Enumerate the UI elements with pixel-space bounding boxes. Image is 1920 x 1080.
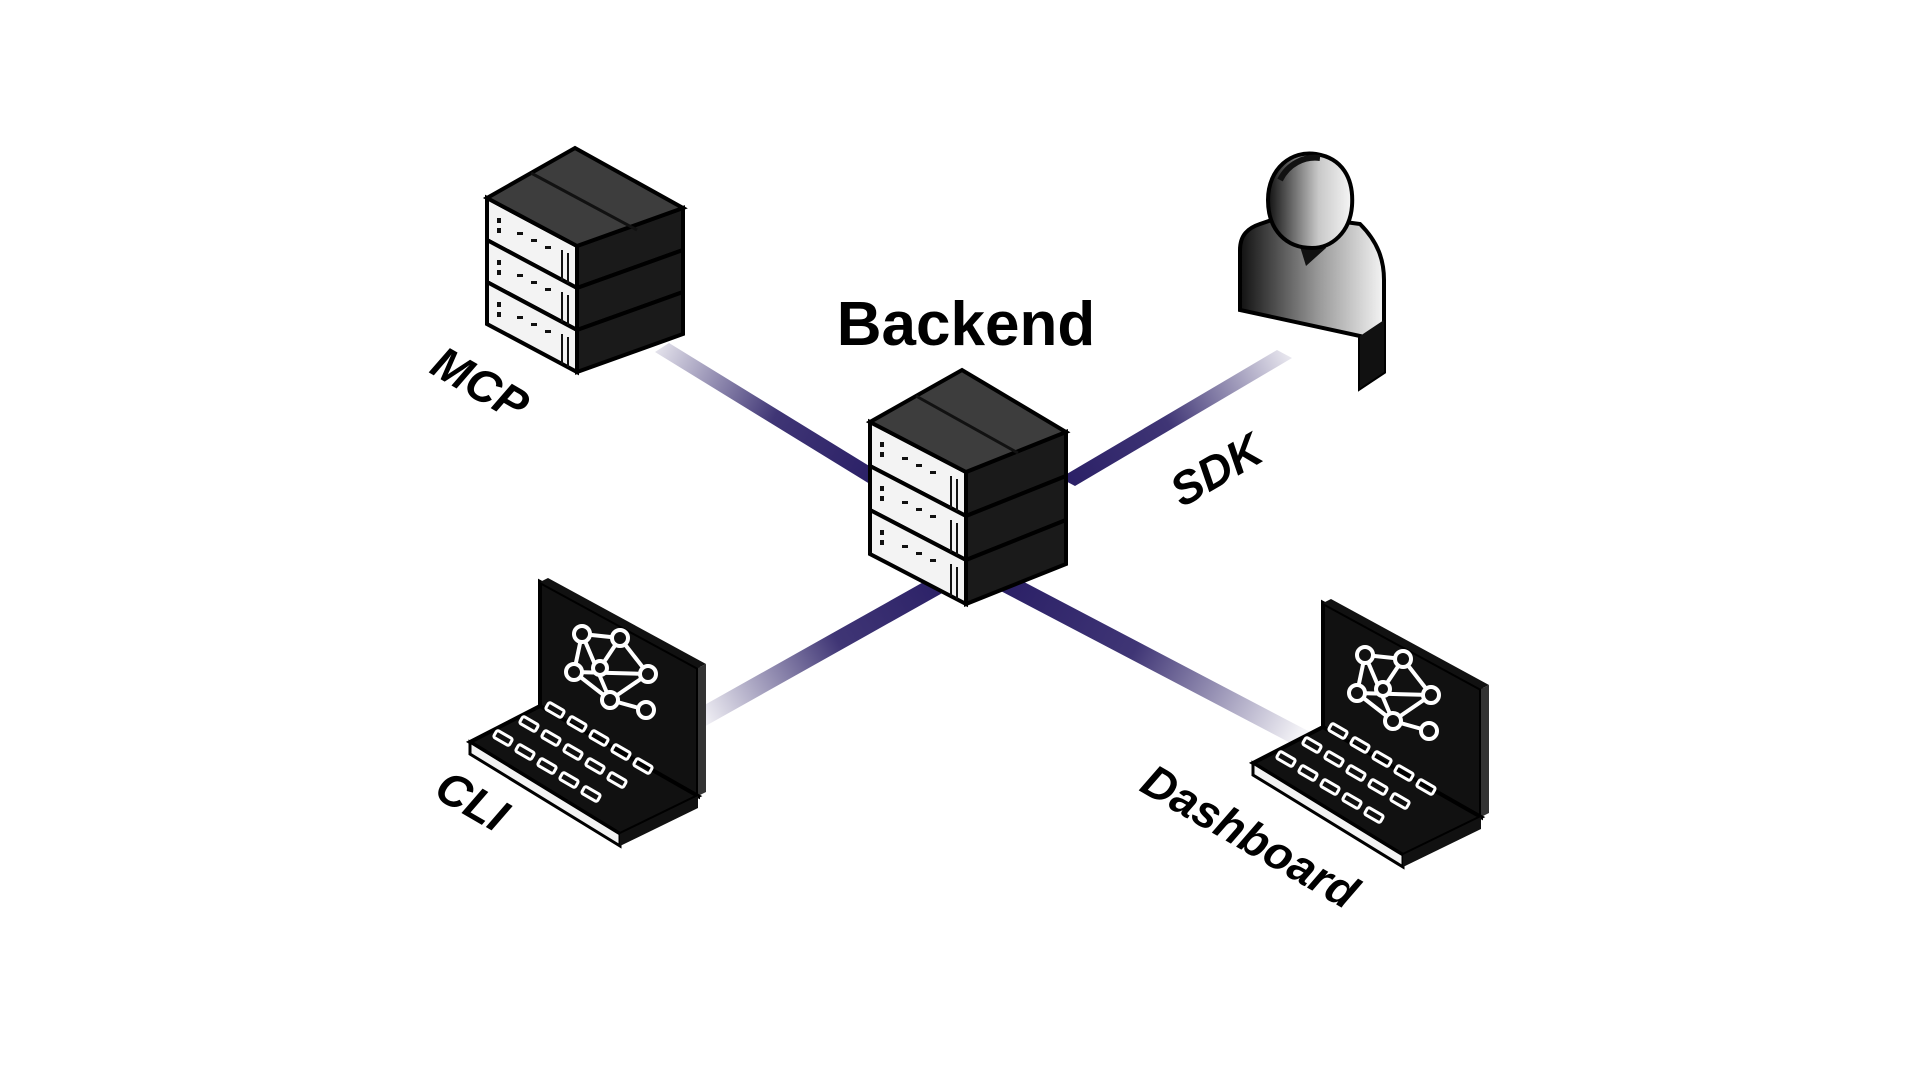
- connector-dashboard: [995, 572, 1312, 749]
- rack-unit: [485, 236, 685, 334]
- sdk-label: SDK: [1161, 422, 1274, 517]
- dashboard-laptop-icon: [1248, 599, 1489, 870]
- keyboard-keys: [492, 701, 654, 803]
- rack-top: [865, 367, 1071, 475]
- backend-label: Backend: [837, 290, 1095, 359]
- mcp-label: MCP: [423, 336, 538, 432]
- backend-server-icon: [865, 367, 1071, 608]
- connector-sdk: [1060, 350, 1292, 486]
- keyboard-keys: [1275, 722, 1437, 824]
- cli-laptop-icon: [465, 578, 706, 849]
- connector-mcp: [655, 343, 892, 489]
- network-graph-icon: [564, 624, 658, 720]
- connectors: [655, 343, 1312, 749]
- connector-cli: [692, 566, 962, 728]
- rack-unit: [868, 506, 1068, 608]
- mcp-server-icon: [482, 145, 688, 376]
- network-graph-icon: [1347, 645, 1441, 741]
- rack-top: [482, 145, 688, 249]
- rack-unit: [485, 278, 685, 376]
- user-icon: [1238, 151, 1386, 392]
